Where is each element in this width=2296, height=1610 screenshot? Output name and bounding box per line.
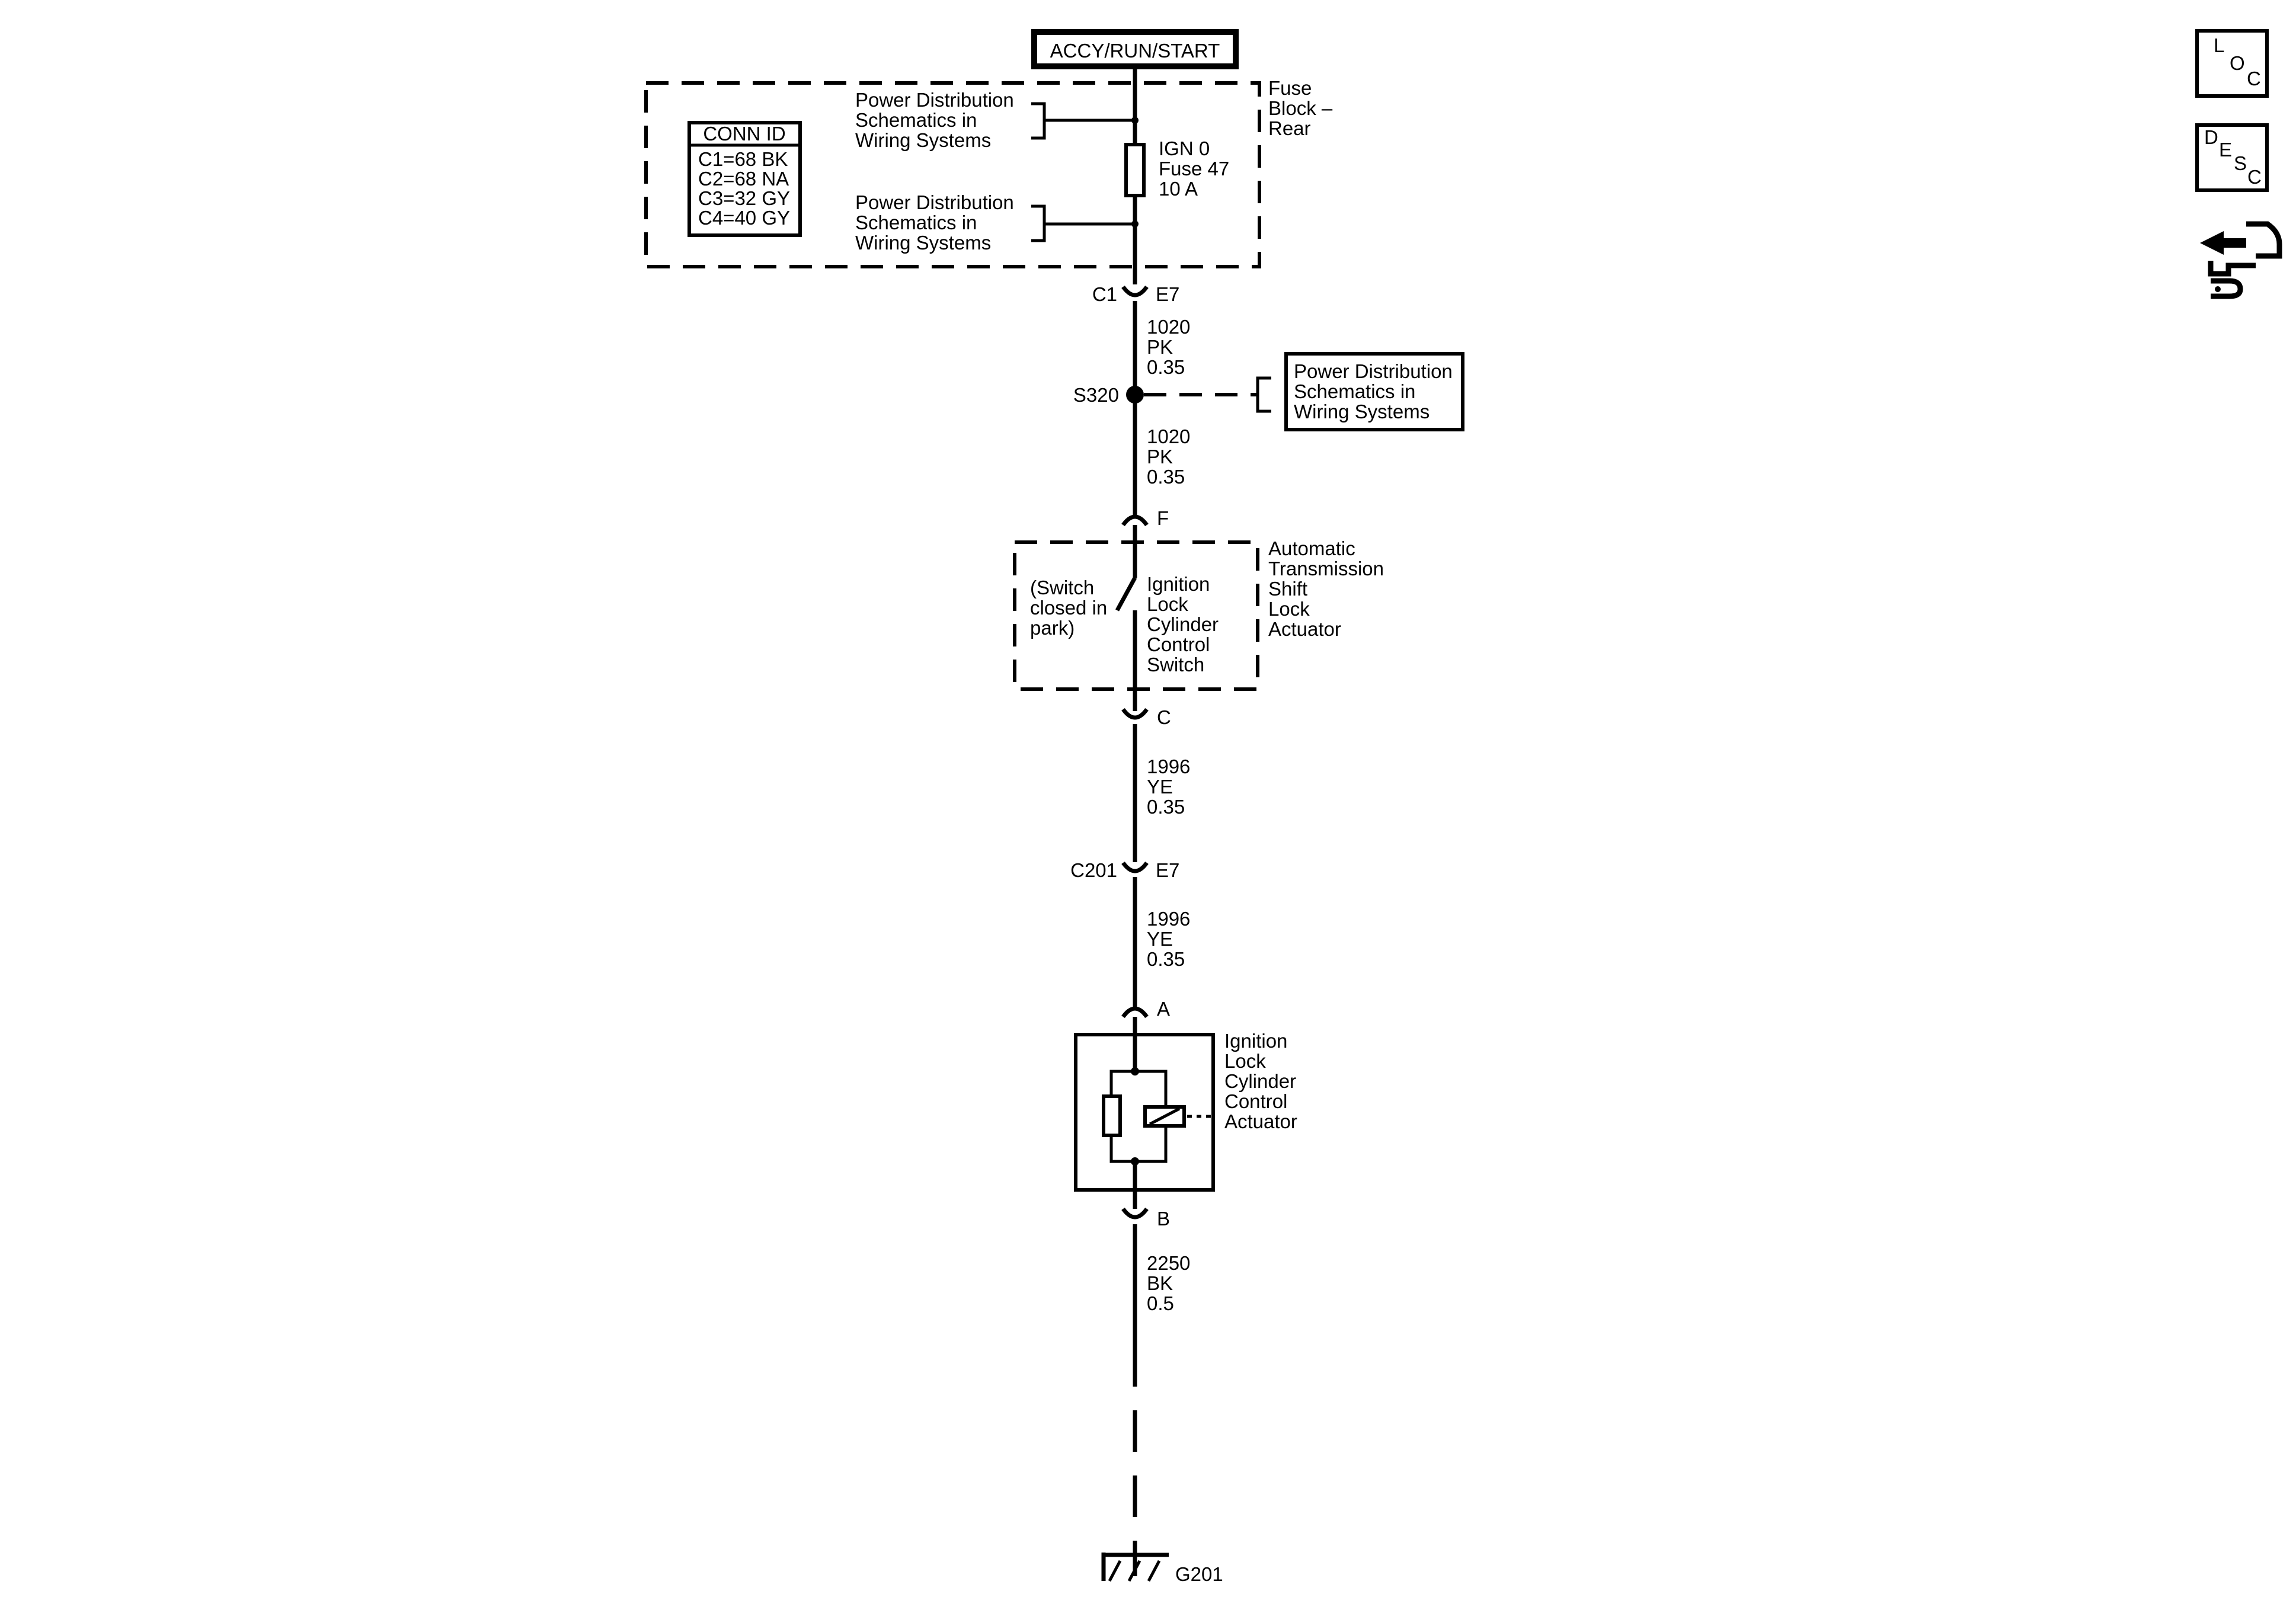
switch-note: (Switch closed in park) bbox=[1030, 577, 1112, 639]
shift-lock-actuator-label: Automatic Transmission Shift Lock Actuat… bbox=[1268, 537, 1389, 640]
splice-ref-label: Power Distribution Schematics in Wiring … bbox=[1294, 360, 1458, 422]
svg-text:S: S bbox=[2234, 152, 2247, 174]
location-icon[interactable]: L O C bbox=[2195, 29, 2269, 98]
svg-text:C4=40 GY: C4=40 GY bbox=[698, 207, 790, 229]
solenoid-actuator-label: Ignition Lock Cylinder Control Actuator bbox=[1224, 1030, 1302, 1132]
power-distribution-ref-top: Power Distribution Schematics in Wiring … bbox=[855, 89, 1019, 151]
connector-c201-name: C201 bbox=[1070, 859, 1117, 881]
connector-a-symbol bbox=[1121, 1006, 1149, 1019]
fuse-label: IGN 0 Fuse 47 10 A bbox=[1159, 137, 1235, 200]
wire-4-label: 1996 YE 0.35 bbox=[1147, 908, 1196, 970]
svg-text:C1=68 BK: C1=68 BK bbox=[698, 148, 788, 170]
connector-a-pin: A bbox=[1157, 998, 1170, 1020]
svg-text:L: L bbox=[2214, 34, 2224, 56]
connector-b-pin: B bbox=[1157, 1208, 1170, 1230]
wire-2-label: 1020 PK 0.35 bbox=[1147, 425, 1196, 488]
connector-c1-name: C1 bbox=[1092, 283, 1117, 305]
splice-ref-box bbox=[1284, 352, 1464, 431]
power-distribution-ref-bottom: Power Distribution Schematics in Wiring … bbox=[855, 191, 1019, 254]
ref-bottom-bracket bbox=[1031, 204, 1135, 242]
splice-ref-bracket bbox=[1256, 376, 1271, 413]
svg-text:C: C bbox=[2247, 166, 2262, 188]
switch-label: Ignition Lock Cylinder Control Switch bbox=[1147, 573, 1224, 676]
svg-text:D: D bbox=[2204, 126, 2218, 148]
fuse-block-label: Fuse Block – Rear bbox=[1268, 77, 1338, 139]
splice-s320-name: S320 bbox=[1073, 384, 1119, 406]
connector-c1-symbol bbox=[1121, 285, 1149, 297]
connector-f-pin: F bbox=[1157, 507, 1169, 529]
svg-text:O: O bbox=[2230, 52, 2245, 74]
connector-c-pin: C bbox=[1157, 706, 1171, 728]
ground-symbol bbox=[1101, 1553, 1169, 1582]
ground-g201-name: G201 bbox=[1175, 1563, 1223, 1585]
connector-f-symbol bbox=[1121, 514, 1149, 527]
connector-b-symbol bbox=[1121, 1207, 1149, 1219]
description-icon[interactable]: D E S C bbox=[2195, 123, 2269, 192]
fuse-symbol bbox=[1124, 143, 1146, 197]
connector-c-symbol bbox=[1121, 708, 1149, 720]
wire-1-label: 1020 PK 0.35 bbox=[1147, 316, 1196, 378]
ref-top-bracket bbox=[1031, 102, 1135, 140]
connector-c201-pin: E7 bbox=[1156, 859, 1179, 881]
solenoid-resistor bbox=[1102, 1094, 1122, 1137]
power-source-label: ACCY/RUN/START bbox=[1050, 40, 1220, 62]
svg-text:C2=68 NA: C2=68 NA bbox=[698, 168, 789, 190]
connector-c1-pin: E7 bbox=[1156, 283, 1179, 305]
svg-text:C: C bbox=[2247, 68, 2261, 89]
svg-text:CONN ID: CONN ID bbox=[703, 123, 785, 145]
svg-text:E: E bbox=[2219, 139, 2232, 161]
connector-c201-symbol bbox=[1121, 861, 1149, 873]
conn-id-table: CONN ID C1=68 BK C2=68 NA C3=32 GY C4=40… bbox=[687, 121, 802, 237]
wire-5-label: 2250 BK 0.5 bbox=[1147, 1252, 1196, 1314]
svg-text:C3=32 GY: C3=32 GY bbox=[698, 187, 790, 209]
ignition-lock-switch-blade bbox=[1115, 577, 1137, 612]
connector-end-view-icon[interactable] bbox=[2200, 221, 2282, 299]
solenoid-coil-diagonal bbox=[1149, 1107, 1181, 1126]
wire-3-label: 1996 YE 0.35 bbox=[1147, 756, 1196, 818]
fuse-block-outline bbox=[644, 81, 1261, 268]
